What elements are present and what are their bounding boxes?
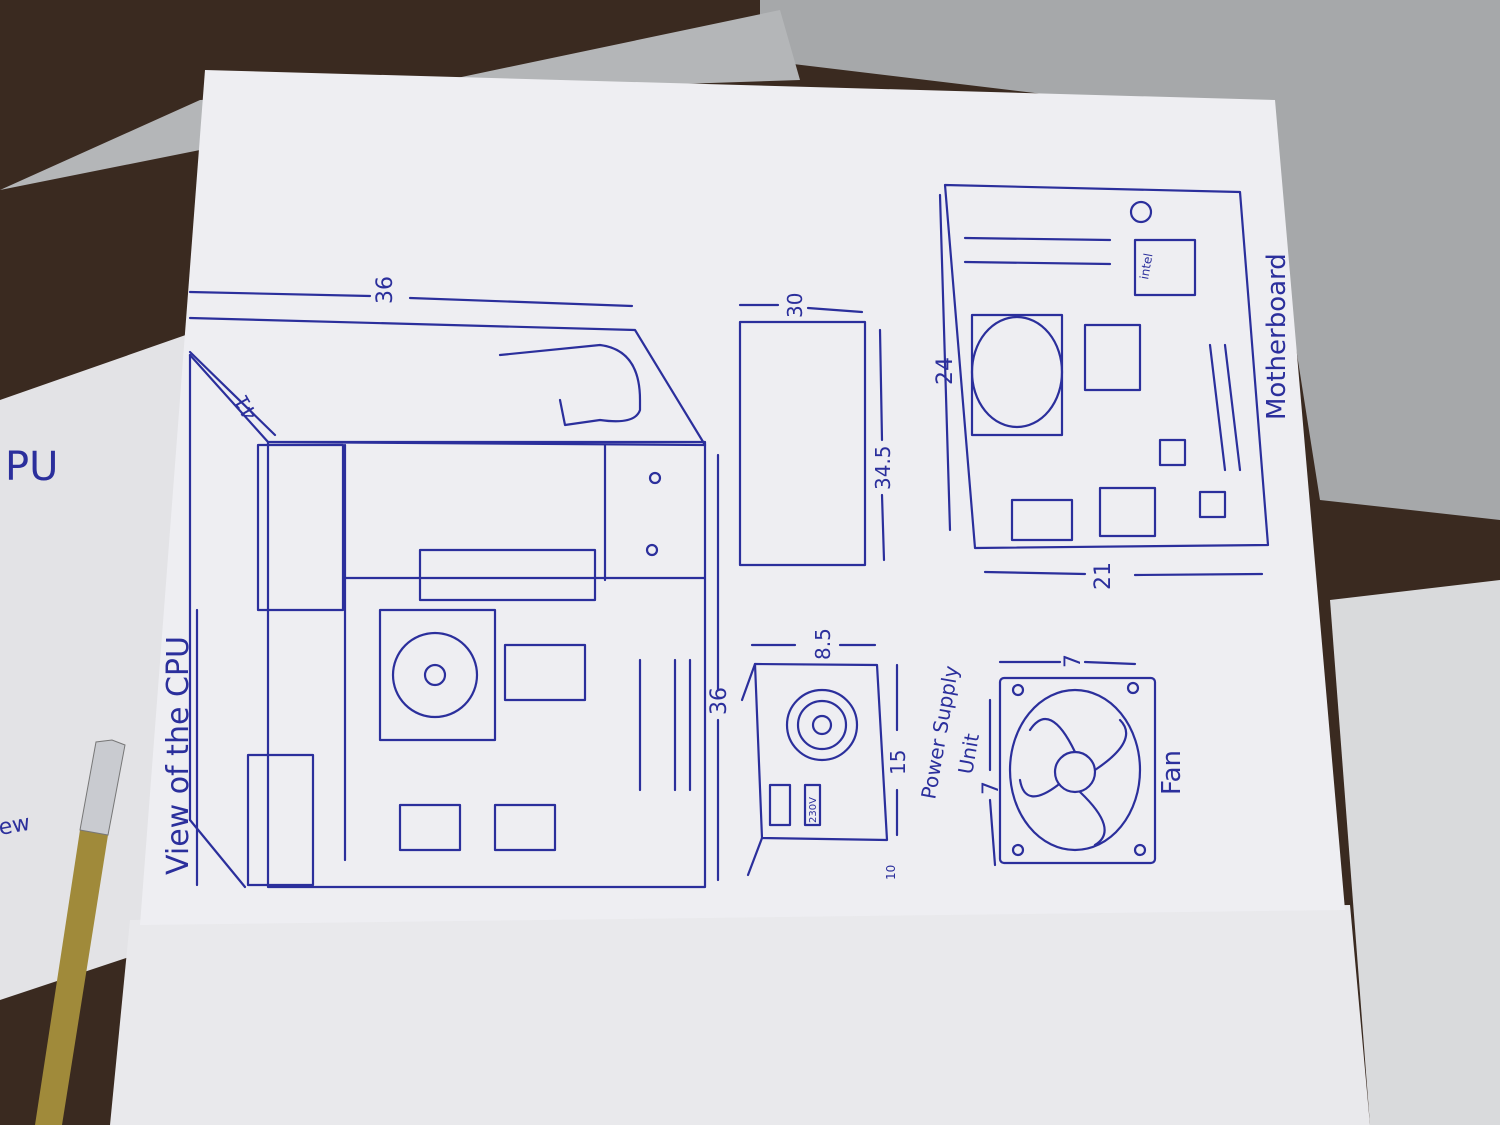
intel-chip-label: intel: [1137, 252, 1155, 280]
motherboard-height-label: 24: [933, 357, 958, 385]
pen: [35, 739, 126, 1125]
laptop-lid: [760, 0, 1500, 520]
motherboard-drawing: [938, 183, 1270, 577]
psu-drawing: [740, 643, 899, 877]
panel-width-label: 30: [783, 293, 807, 318]
psu-width-label: 8.5: [811, 628, 835, 660]
lower-page: [110, 905, 1370, 1125]
motherboard-width-label: 21: [1091, 562, 1116, 590]
psu-height-label: 15: [886, 750, 910, 775]
panel-height-label: 34.5: [871, 445, 895, 490]
left-sheet-text: PU: [5, 444, 58, 490]
cpu-case-drawing: [188, 290, 720, 889]
sketch-page: [140, 70, 1345, 925]
side-panel-drawing: [738, 303, 886, 567]
cpu-view-title: View of the CPU: [161, 636, 196, 875]
fan-title: Fan: [1157, 750, 1187, 795]
fan-drawing: [988, 660, 1157, 867]
fan-width-label: 7: [1061, 654, 1086, 668]
cpu-height-label: 36: [707, 687, 732, 715]
right-paper: [1330, 580, 1500, 1125]
cpu-width-label: 36: [373, 276, 398, 304]
psu-depth-label: 10: [884, 865, 898, 880]
psu-voltage-label: 230V: [808, 797, 819, 823]
motherboard-title: Motherboard: [1262, 253, 1292, 420]
left-sheet-text-2: ew: [0, 811, 32, 841]
fan-height-label: 7: [979, 781, 1004, 795]
